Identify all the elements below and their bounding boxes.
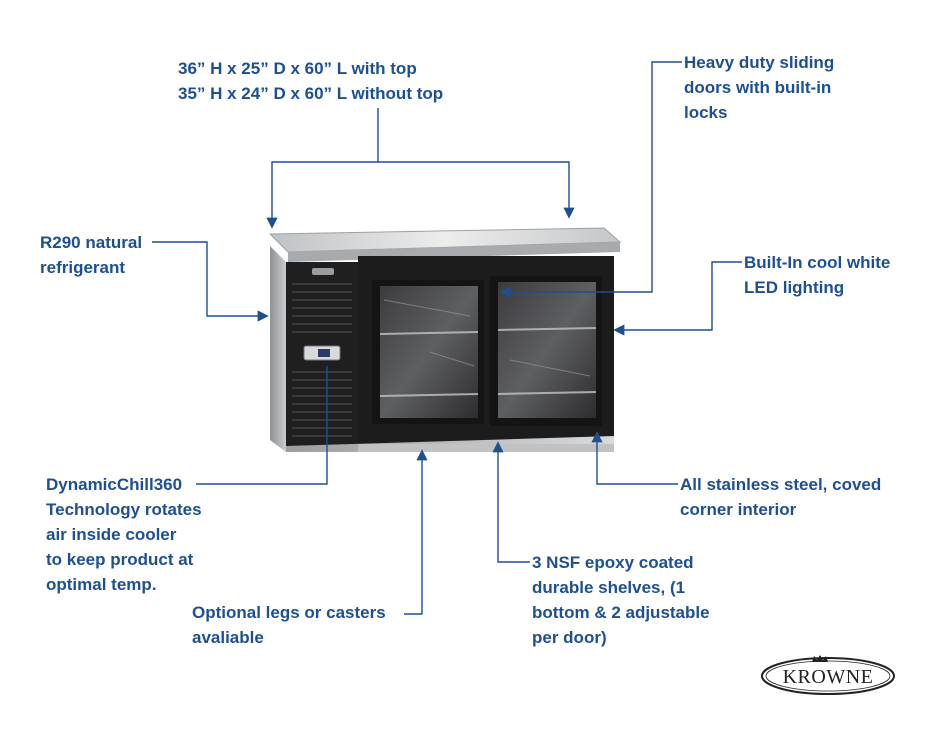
dynamicchill-leader bbox=[196, 366, 328, 485]
legs-callout: Optional legs or casters avaliable bbox=[192, 603, 386, 647]
refrigerant-leader bbox=[152, 241, 269, 322]
crown-icon bbox=[812, 655, 828, 662]
led-leader bbox=[613, 261, 742, 336]
dimensions-with-top: 36” H x 25” D x 60” L with top bbox=[178, 59, 417, 78]
stainless-leader bbox=[591, 431, 678, 485]
shelves-callout: 3 NSF epoxy coated durable shelves, (1 b… bbox=[532, 553, 710, 647]
legs-leader bbox=[404, 449, 428, 615]
doors-leader bbox=[499, 61, 682, 298]
dimensions-leader bbox=[266, 108, 379, 229]
doors-callout: Heavy duty sliding doors with built-in l… bbox=[684, 53, 835, 122]
dimensions-without-top: 35” H x 24” D x 60” L without top bbox=[178, 84, 444, 103]
shelves-leader bbox=[492, 441, 530, 563]
dynamicchill-callout: DynamicChill360 Technology rotates air i… bbox=[46, 475, 202, 594]
cabinet-side-panel bbox=[270, 246, 286, 452]
krowne-logo: KROWNE bbox=[761, 655, 895, 695]
refrigerant-callout: R290 natural refrigerant bbox=[40, 233, 143, 277]
led-callout: Built-In cool white LED lighting bbox=[744, 253, 891, 297]
dimensions-callout: 36” H x 25” D x 60” L with top 35” H x 2… bbox=[178, 56, 443, 106]
logo-text: KROWNE bbox=[783, 666, 874, 688]
stainless-callout: All stainless steel, coved corner interi… bbox=[680, 475, 882, 519]
